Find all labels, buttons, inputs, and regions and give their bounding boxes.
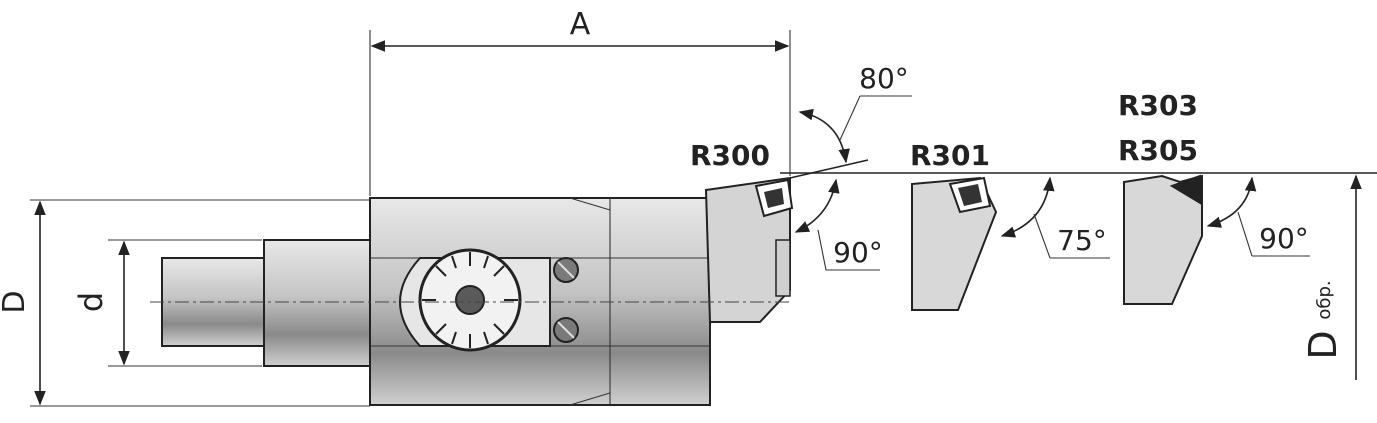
dimension-machined-d: D обр. [780, 172, 1377, 380]
machined-d-label: D [1301, 330, 1345, 359]
dimension-a: A [369, 7, 791, 196]
dimension-small-d-label: d [72, 292, 110, 312]
cartridge-r301-group: R301 75° [910, 139, 1110, 311]
r300-approach-angle-label: 90° [833, 236, 883, 269]
insert-r303-r305 [1169, 174, 1204, 206]
machined-d-subscript: обр. [1314, 280, 1335, 319]
r301-approach-angle-label: 75° [1057, 224, 1107, 257]
r300-code-label: R300 [690, 139, 770, 172]
dimension-outer-d: D [0, 199, 370, 407]
shank [263, 239, 373, 367]
tool-body [150, 176, 794, 406]
adjustment-dial [418, 248, 522, 352]
r305-code-label: R305 [1118, 134, 1198, 167]
dimension-d-label: D [0, 290, 32, 313]
dimension-shank-d: d [72, 239, 262, 367]
r301-code-label: R301 [910, 139, 990, 172]
cartridge-r303-r305 [1123, 174, 1203, 305]
r300-insert-angle-label: 80° [859, 62, 909, 95]
r300-annotations: R300 80° 90° [690, 62, 912, 271]
r303-code-label: R303 [1118, 89, 1198, 122]
cartridge-r303-r305-group: R303 R305 90° [1118, 89, 1310, 305]
clamp-screw-bottom [553, 317, 579, 343]
cartridge-r301 [911, 176, 998, 311]
dimension-a-label: A [570, 7, 591, 42]
clamp-screw-top [553, 257, 579, 283]
r303-approach-angle-label: 90° [1259, 222, 1309, 255]
